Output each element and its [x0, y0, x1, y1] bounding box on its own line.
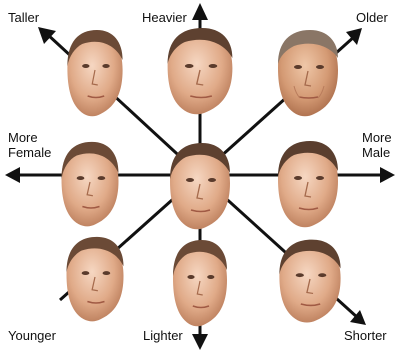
- label-shorter: Shorter: [344, 328, 387, 343]
- arrowhead-lighter: [192, 334, 208, 350]
- label-younger: Younger: [8, 328, 56, 343]
- face-taller: [67, 30, 122, 116]
- face-lighter: [173, 240, 227, 326]
- label-more-male-line1: More: [362, 130, 392, 145]
- face-shorter: [279, 240, 340, 323]
- face-younger: [67, 237, 124, 322]
- label-older: Older: [356, 10, 388, 25]
- arrowhead-heavier: [192, 3, 208, 20]
- arrowhead-more-female: [5, 167, 20, 183]
- face-center: [170, 143, 230, 229]
- face-heavier: [168, 28, 233, 114]
- arrowhead-more-male: [380, 167, 395, 183]
- label-more-female-line2: Female: [8, 145, 51, 160]
- label-lighter: Lighter: [143, 328, 183, 343]
- face-more-female: [62, 142, 119, 227]
- label-heavier: Heavier: [142, 10, 187, 25]
- label-more-male-line2: Male: [362, 145, 390, 160]
- label-taller: Taller: [8, 10, 39, 25]
- face-more-male: [278, 141, 338, 227]
- label-more-female-line1: More: [8, 130, 38, 145]
- face-older: [278, 30, 338, 116]
